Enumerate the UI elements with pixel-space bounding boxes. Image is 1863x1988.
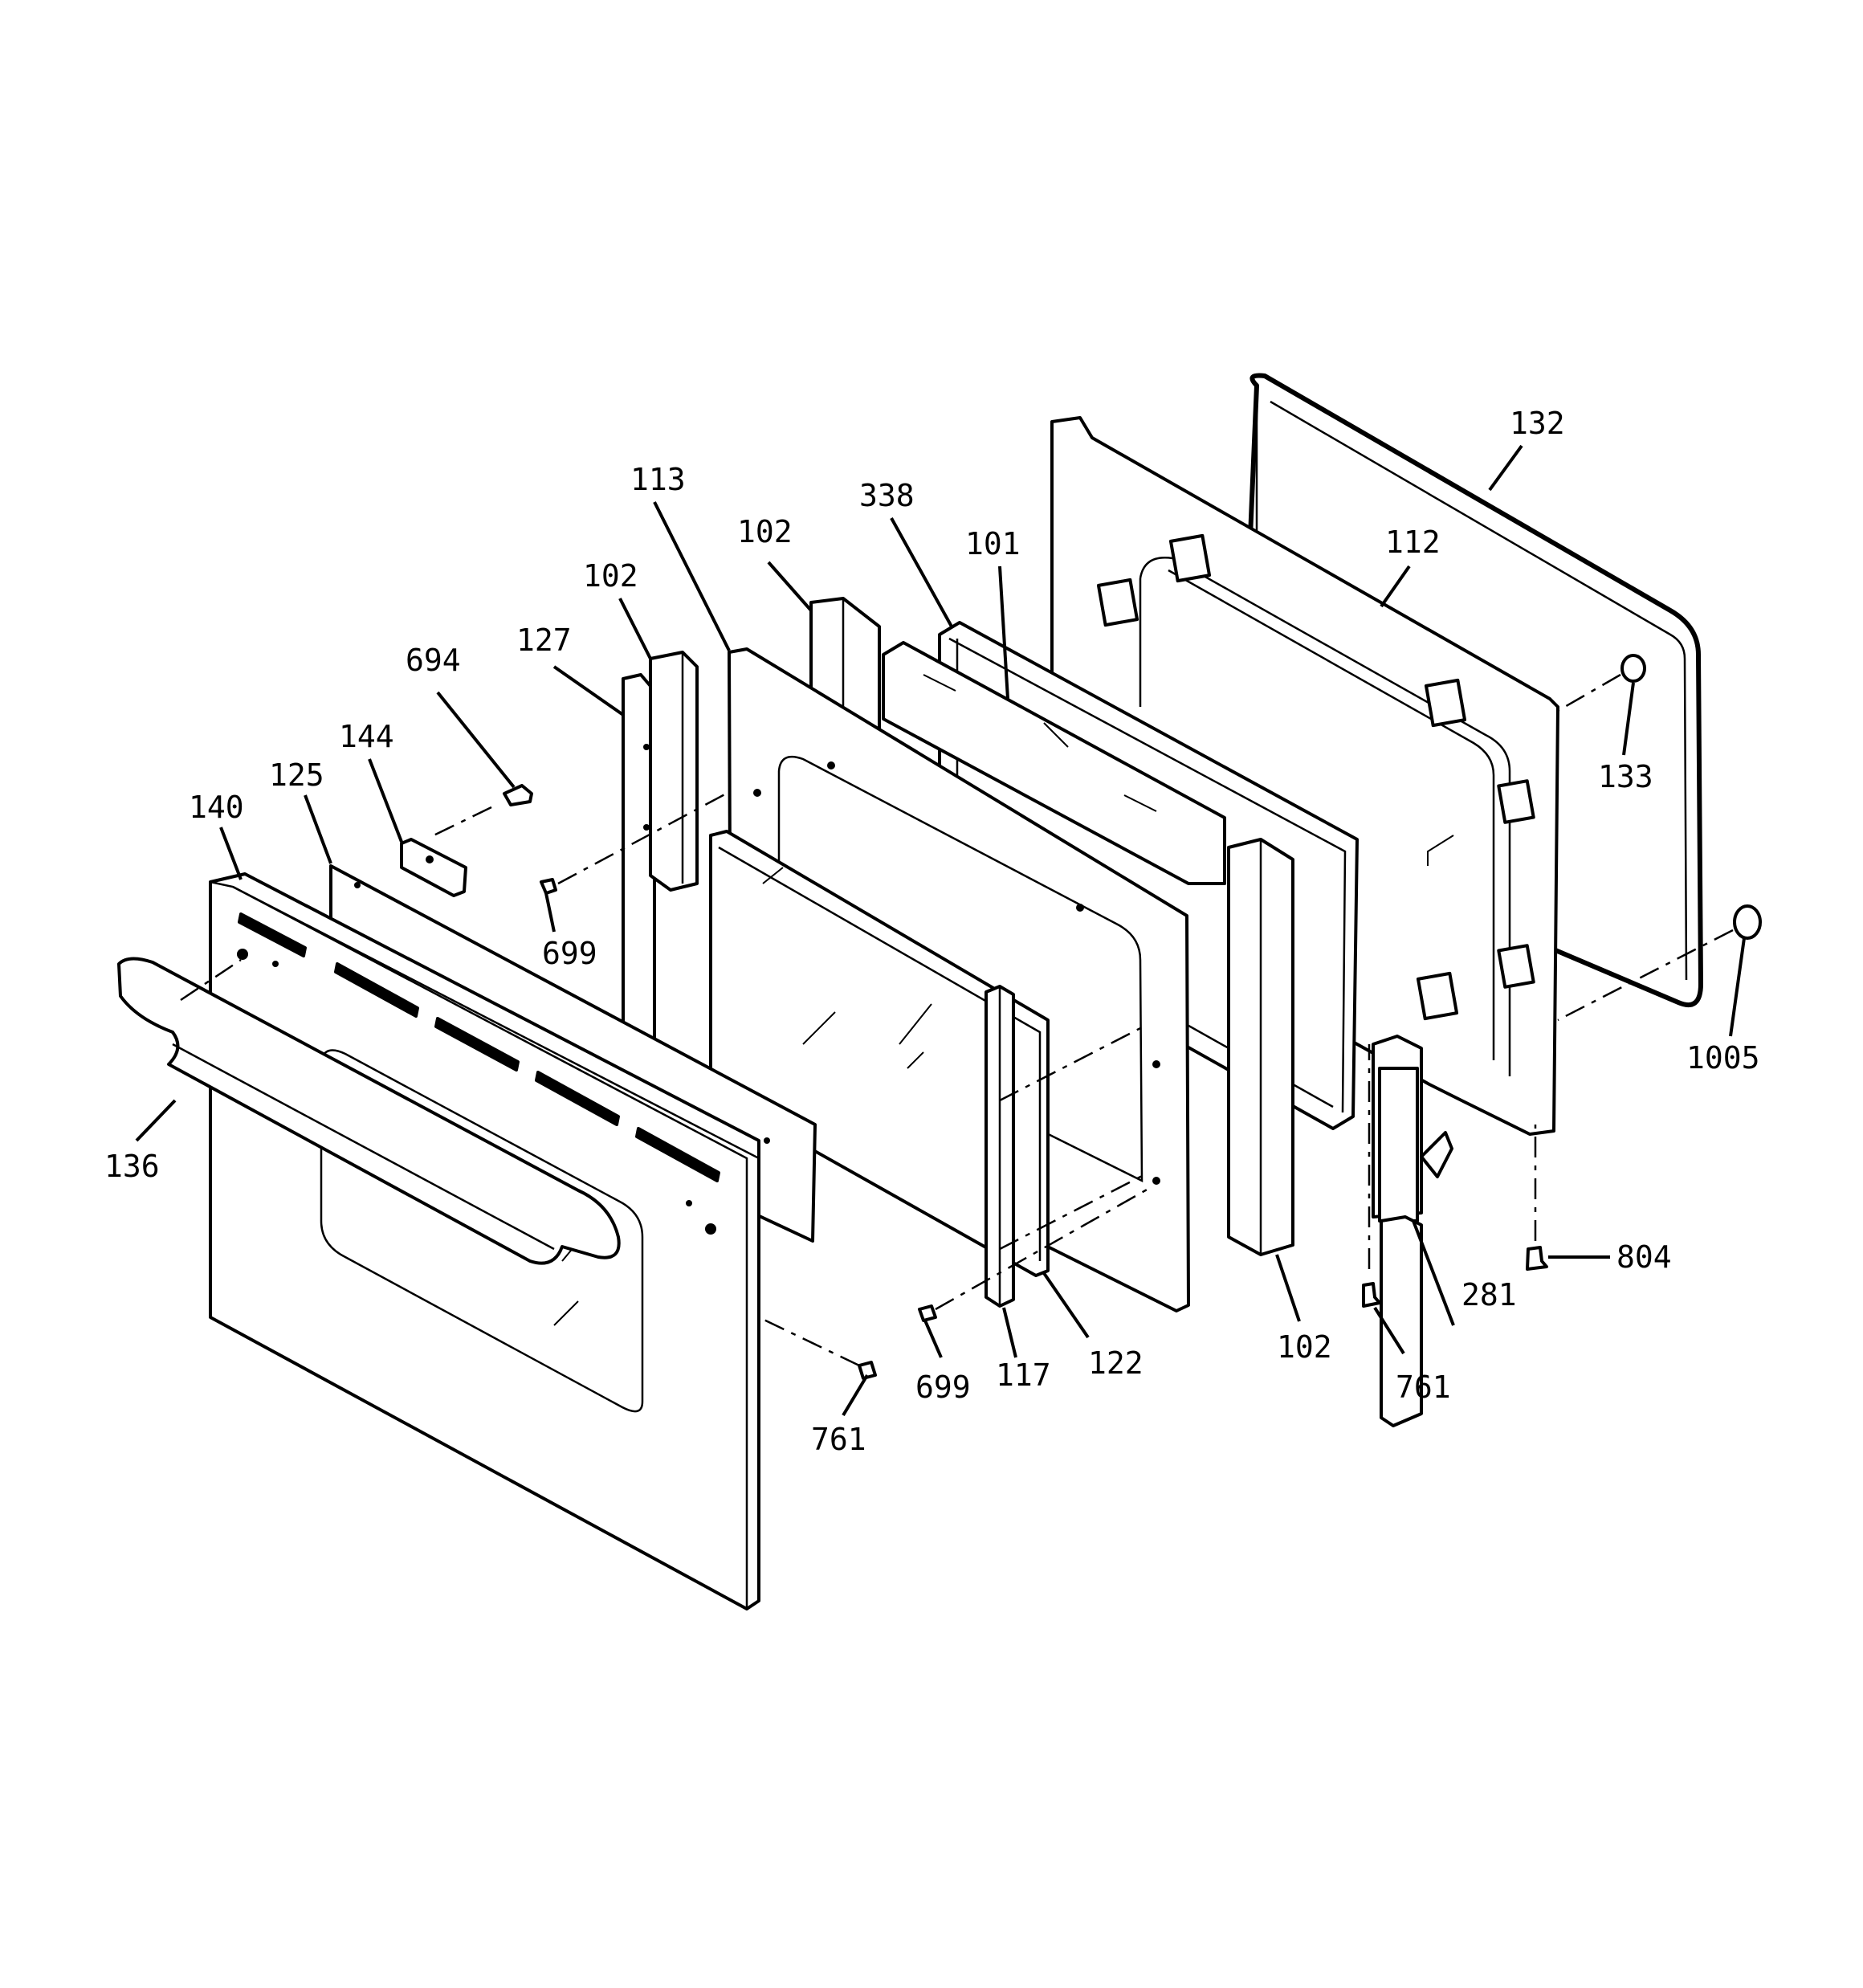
callout-112: 112 bbox=[1385, 525, 1441, 560]
part-281-hinge bbox=[1372, 1035, 1453, 1427]
callout-281: 281 bbox=[1461, 1277, 1517, 1312]
part-140-outer-door bbox=[209, 872, 760, 1610]
callout-labels: 132 112 133 1005 338 101 113 102 102 102… bbox=[104, 406, 1760, 1457]
callout-761-lower: 761 bbox=[811, 1422, 866, 1457]
part-699-screw-left bbox=[540, 790, 732, 895]
part-1005-stop bbox=[1557, 904, 1762, 1022]
callout-122: 122 bbox=[1088, 1345, 1143, 1381]
callout-136: 136 bbox=[104, 1149, 160, 1184]
part-699-screw-lower bbox=[918, 1187, 1149, 1322]
part-117-bracket bbox=[984, 985, 1149, 1308]
part-136-handle bbox=[117, 957, 621, 1265]
callout-699-left: 699 bbox=[542, 936, 597, 971]
callout-102-right: 102 bbox=[1277, 1329, 1332, 1365]
callout-694: 694 bbox=[406, 643, 461, 678]
part-144-plate bbox=[400, 838, 467, 897]
callout-1005: 1005 bbox=[1686, 1040, 1760, 1076]
callout-699-lower: 699 bbox=[915, 1370, 971, 1405]
callout-127: 127 bbox=[516, 623, 572, 658]
callout-117: 117 bbox=[996, 1357, 1051, 1393]
part-102-spacer-right bbox=[1227, 838, 1294, 1256]
part-804-screw bbox=[1526, 1125, 1548, 1271]
callout-125: 125 bbox=[269, 757, 324, 793]
leader-lines bbox=[135, 444, 1746, 1417]
callout-761-right: 761 bbox=[1396, 1370, 1451, 1405]
callout-101: 101 bbox=[965, 526, 1021, 561]
callout-113: 113 bbox=[630, 462, 686, 497]
callout-144: 144 bbox=[339, 719, 394, 754]
callout-338: 338 bbox=[859, 478, 915, 513]
callout-133: 133 bbox=[1598, 759, 1653, 794]
part-112-inner-door-panel bbox=[1050, 416, 1559, 1136]
part-761-screw-lower bbox=[758, 1316, 877, 1380]
callout-804: 804 bbox=[1616, 1239, 1672, 1275]
callout-102-middle: 102 bbox=[737, 514, 793, 549]
part-694-screw bbox=[433, 784, 533, 837]
part-102-spacer-left bbox=[649, 651, 699, 892]
callout-102-left: 102 bbox=[583, 558, 638, 594]
callout-140: 140 bbox=[189, 790, 244, 825]
callout-132: 132 bbox=[1510, 406, 1565, 441]
part-101-glass bbox=[882, 641, 1226, 885]
part-133-bumper bbox=[1557, 654, 1646, 712]
part-761-screw-right bbox=[1362, 1044, 1381, 1308]
